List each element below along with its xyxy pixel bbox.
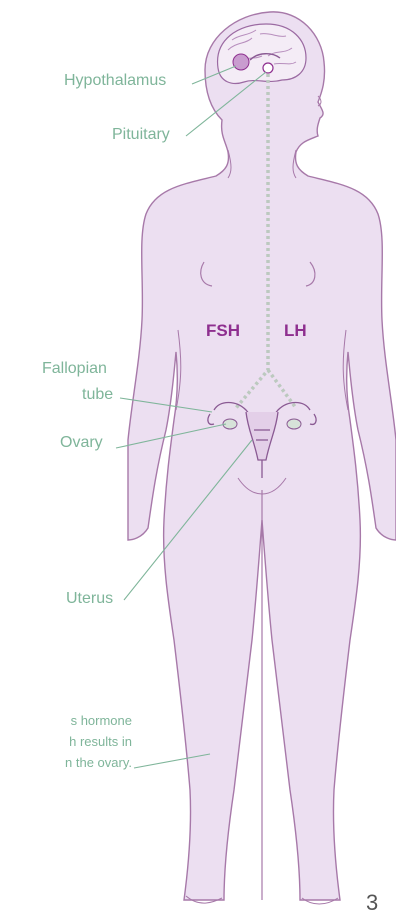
caption-line-3: n the ovary. xyxy=(65,752,132,773)
label-fallopian-line2: tube xyxy=(82,386,113,404)
ovary-right xyxy=(287,419,301,429)
caption-line-1: s hormone xyxy=(65,710,132,731)
hormone-fsh-label: FSH xyxy=(206,321,240,341)
caption-text: s hormone h results in n the ovary. xyxy=(65,710,132,773)
label-pituitary: Pituitary xyxy=(112,126,170,144)
label-ovary: Ovary xyxy=(60,434,103,452)
hypothalamus-marker xyxy=(233,54,249,70)
label-uterus: Uterus xyxy=(66,590,113,608)
label-fallopian-line1: Fallopian xyxy=(42,360,107,378)
caption-line-2: h results in xyxy=(65,731,132,752)
label-hypothalamus: Hypothalamus xyxy=(64,72,166,90)
pituitary-marker xyxy=(263,63,273,73)
hormone-lh-label: LH xyxy=(284,321,307,341)
page-number: 3 xyxy=(366,890,378,916)
